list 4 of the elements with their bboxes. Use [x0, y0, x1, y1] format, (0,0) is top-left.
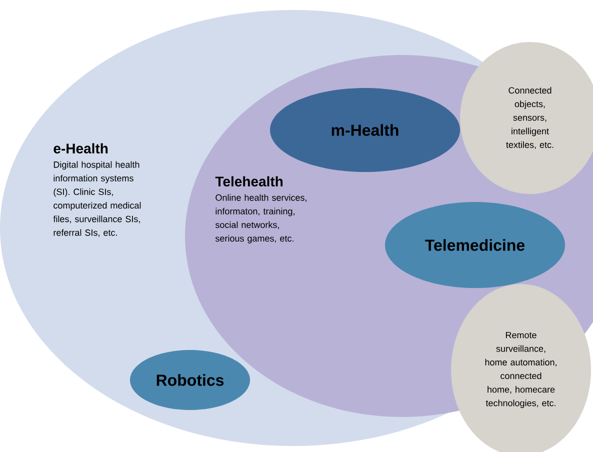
region-heading: Telehealth: [215, 176, 283, 186]
region-description: Online health services, informaton, training, social networks, serious games, etc.: [215, 194, 306, 244]
region-heading: e-Health: [54, 143, 108, 154]
region-description: Digital hospital health information systems (SI). Clinic SIs, computerized medical files, surveillance SIs, referral SIs, etc.: [53, 161, 141, 237]
